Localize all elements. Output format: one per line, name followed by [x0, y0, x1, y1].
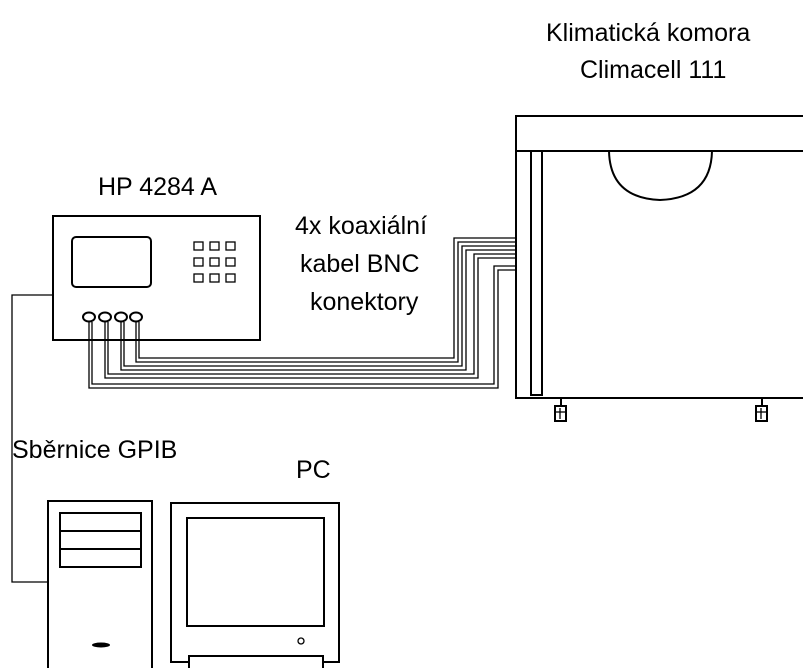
- chamber-light-dome: [608, 150, 713, 202]
- bus-label: Sběrnice GPIB: [12, 436, 177, 464]
- gpib-bus-line: [11, 294, 53, 583]
- chamber-label-line2: Climacell 111: [580, 56, 726, 84]
- monitor-screen: [186, 517, 325, 627]
- lcr-meter: [52, 215, 261, 341]
- meter-label: HP 4284 A: [98, 173, 217, 201]
- chamber-wheel-right: [755, 398, 768, 422]
- climatic-chamber: [515, 115, 803, 422]
- chamber-door-handle: [530, 150, 543, 396]
- meter-display: [71, 236, 152, 288]
- pc-tower: [47, 500, 153, 668]
- meter-keypad: [193, 241, 236, 283]
- tower-drive-bay-2: [59, 530, 142, 550]
- monitor-base: [188, 655, 324, 668]
- cable-label-line1: 4x koaxiální: [295, 212, 427, 240]
- coaxial-cables: [88, 237, 516, 389]
- tower-drive-bay-3: [59, 548, 142, 568]
- chamber-wheel-left: [554, 398, 567, 422]
- monitor-power-led: [297, 637, 305, 645]
- cable-label-line2: kabel BNC: [300, 250, 420, 278]
- tower-drive-bay-1: [59, 512, 142, 532]
- tower-power-button: [92, 642, 110, 648]
- chamber-body: [515, 115, 803, 399]
- chamber-label-line1: Klimatická komora: [546, 19, 750, 47]
- cable-label-line3: konektory: [310, 288, 419, 316]
- meter-bnc-terminals: [82, 311, 143, 323]
- pc-monitor: [170, 502, 340, 668]
- pc-label: PC: [296, 456, 331, 484]
